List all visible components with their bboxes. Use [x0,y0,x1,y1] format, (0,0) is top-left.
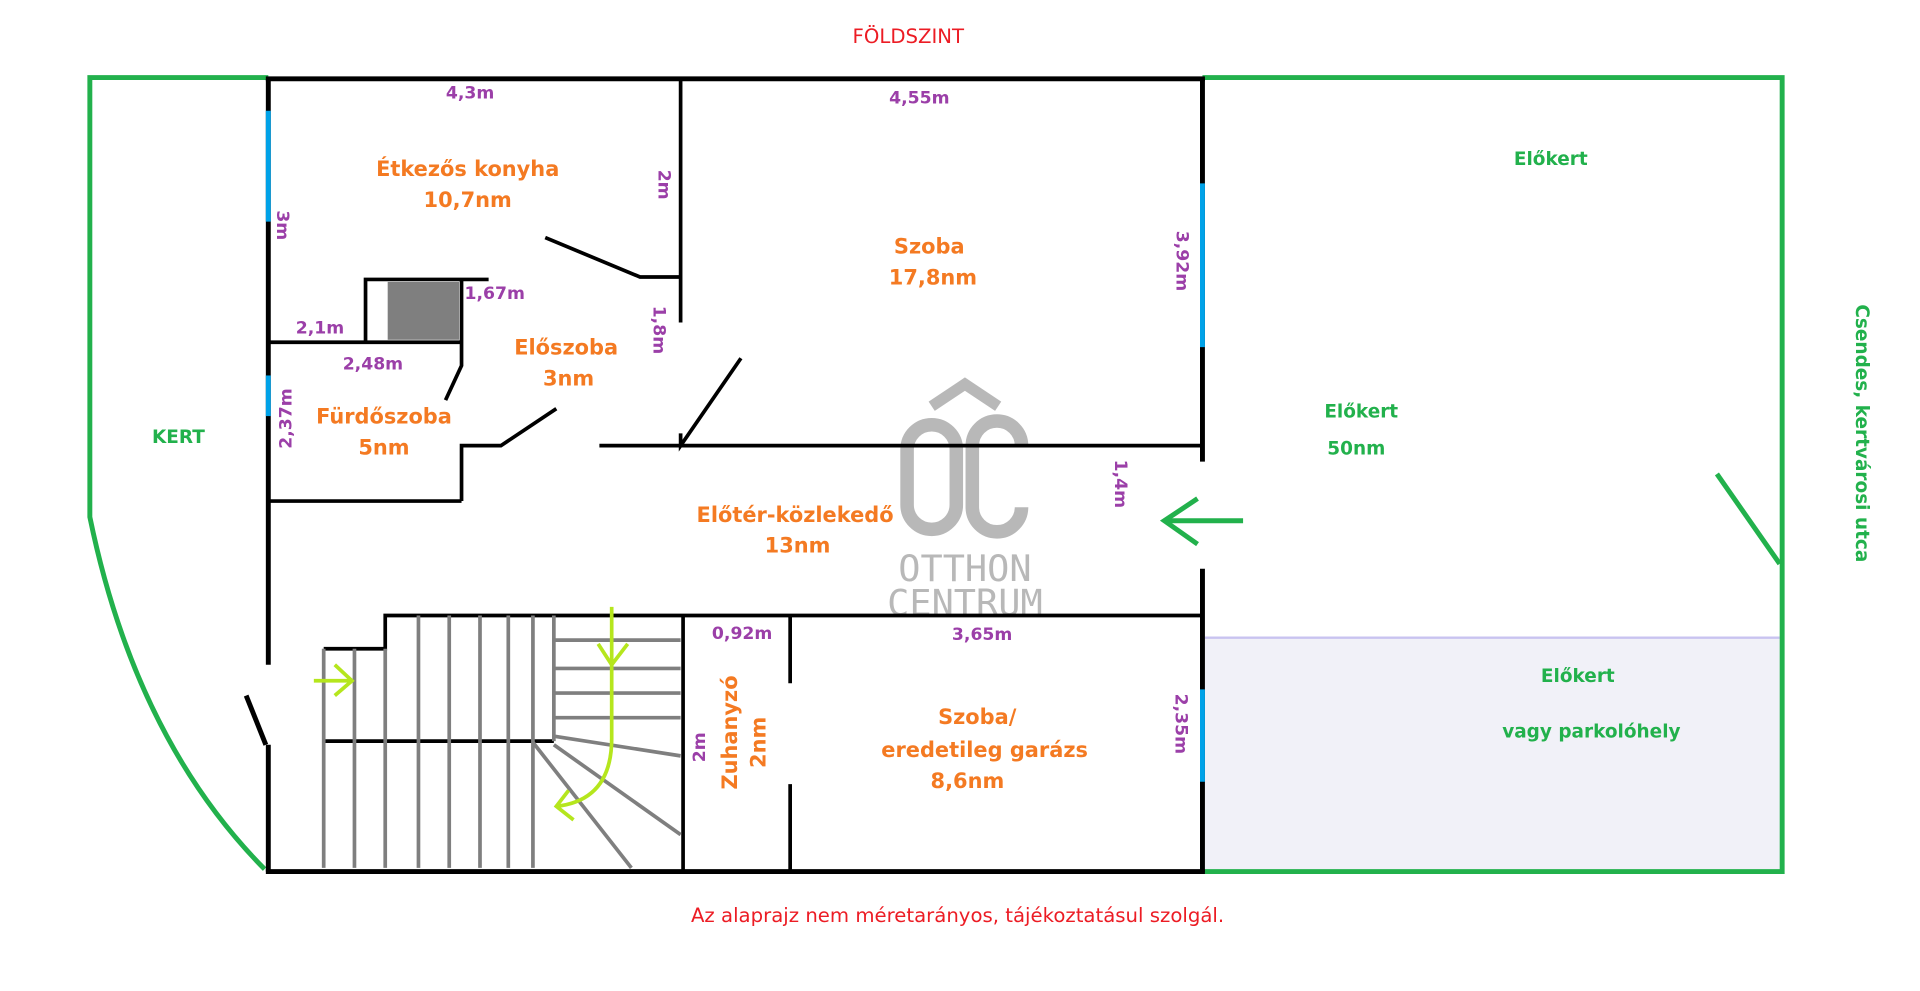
room1-area: 17,8nm [889,265,977,289]
entrance-arrow-icon [1159,496,1244,547]
dim-room1-top: 4,55m [889,88,949,108]
dim-bath-left: 2,37m [277,388,297,448]
parking-area [1204,637,1780,870]
parking-label: Előkert [1541,666,1615,687]
gate [1714,472,1782,566]
dim-kitchen-left: 3m [272,210,292,240]
back-garden-boundary [87,75,269,871]
watermark-line2: CENTRUM [887,582,1043,625]
hall-area: 3nm [543,366,594,390]
corridor-label: Előtér-közlekedő [697,503,894,527]
shower-area: 2nm [747,717,771,768]
hall-label: Előszoba [514,336,618,360]
bath-area: 5nm [358,435,409,459]
dim-kitchen-top: 4,3m [446,83,494,103]
dim-hall-right: 1,8m [649,306,669,354]
front-garden-area: 50nm [1327,438,1385,459]
dim-room2-top: 3,65m [952,625,1012,645]
corridor-area: 13nm [765,534,831,558]
back-garden-label: KERT [152,427,205,448]
stair-arrow-icon [556,606,614,809]
dim-room1-right: 3,92m [1172,231,1192,291]
dim-room2-right: 2,35m [1170,694,1190,754]
dim-shower-top: 0,92m [712,624,772,644]
parking-label-2: vagy parkolóhely [1502,721,1680,742]
watermark-logo: OTTHON CENTRUM [887,377,1043,625]
street-label: Csendes, kertvárosi utca [1851,304,1872,562]
staircase [313,606,682,870]
room2-label-2: eredetileg garázs [881,738,1088,762]
front-garden-label: Előkert [1324,401,1398,422]
windows [265,110,1205,782]
dim-kitchen-right: 2m [653,170,673,200]
front-garden-boundary [1202,75,1785,875]
front-garden-label-top: Előkert [1514,149,1588,170]
room2-label: Szoba/ [938,705,1017,729]
bath-label: Fürdőszoba [316,404,452,428]
chimney [387,281,460,340]
kitchen-area: 10,7nm [424,188,512,212]
kitchen-label: Étkezős konyha [376,156,559,181]
dim-bath-top: 2,48m [343,354,403,374]
footer-note: Az alaprajz nem méretarányos, tájékoztat… [691,904,1224,927]
room2-area: 8,6nm [931,769,1005,793]
dim-corridor-right: 1,4m [1110,460,1130,508]
dim-kitchen-bottom: 2,1m [296,319,344,339]
plan-title: FÖLDSZINT [853,25,965,48]
room1-label: Szoba [894,235,965,259]
watermark-line1: OTTHON [898,547,1031,590]
dim-stair-right: 2m [690,732,710,762]
shower-label: Zuhanyzó [718,675,742,789]
dim-chimney: 1,67m [465,284,525,304]
